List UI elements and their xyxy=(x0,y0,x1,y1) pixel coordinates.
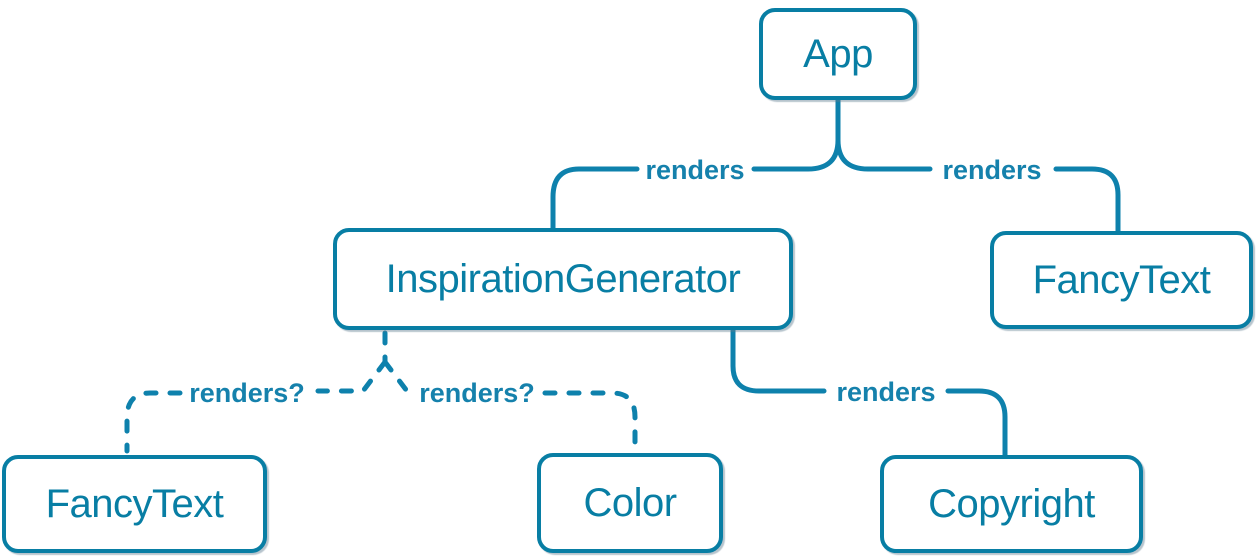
edge-inspiration-generator-to-color-segment-2 xyxy=(542,390,638,452)
edge-inspiration-generator-to-color-segment-1 xyxy=(382,359,410,394)
edge-label-app-to-fancy-text: renders xyxy=(942,155,1041,185)
node-color: Color xyxy=(537,453,723,553)
node-copyright-label: Copyright xyxy=(928,481,1095,526)
edge-label-inspiration-generator-to-color: renders? xyxy=(419,378,535,408)
node-fancy-text-top: FancyText xyxy=(990,231,1253,329)
node-fancy-text-bottom: FancyText xyxy=(2,455,267,553)
edge-inspiration-generator-to-fancy-text-segment-1 xyxy=(315,359,388,394)
edge-label-app-to-inspiration-generator: renders xyxy=(645,155,744,185)
edge-app-to-inspiration-generator-segment-2 xyxy=(550,166,640,231)
edge-label-inspiration-generator-to-copyright: renders xyxy=(836,377,935,407)
node-fancy-text-top-label: FancyText xyxy=(1032,257,1211,302)
edge-inspiration-generator-to-copyright-segment-1 xyxy=(730,327,827,394)
node-app: App xyxy=(759,8,917,100)
node-inspiration-generator-label: InspirationGenerator xyxy=(385,256,741,301)
node-inspiration-generator: InspirationGenerator xyxy=(333,228,793,330)
node-fancy-text-bottom-label: FancyText xyxy=(45,481,224,526)
edge-inspiration-generator-to-fancy-text-segment-2 xyxy=(124,390,183,454)
edge-app-to-fancy-text-segment-1 xyxy=(835,97,933,172)
node-copyright: Copyright xyxy=(880,455,1143,553)
edge-inspiration-generator-to-copyright-segment-2 xyxy=(945,388,1008,458)
edge-app-to-fancy-text-segment-2 xyxy=(1053,166,1121,234)
node-color-label: Color xyxy=(583,480,677,525)
edge-label-inspiration-generator-to-fancy-text: renders? xyxy=(189,378,305,408)
node-app-label: App xyxy=(803,31,873,76)
edge-app-to-inspiration-generator-segment-1 xyxy=(751,97,841,172)
